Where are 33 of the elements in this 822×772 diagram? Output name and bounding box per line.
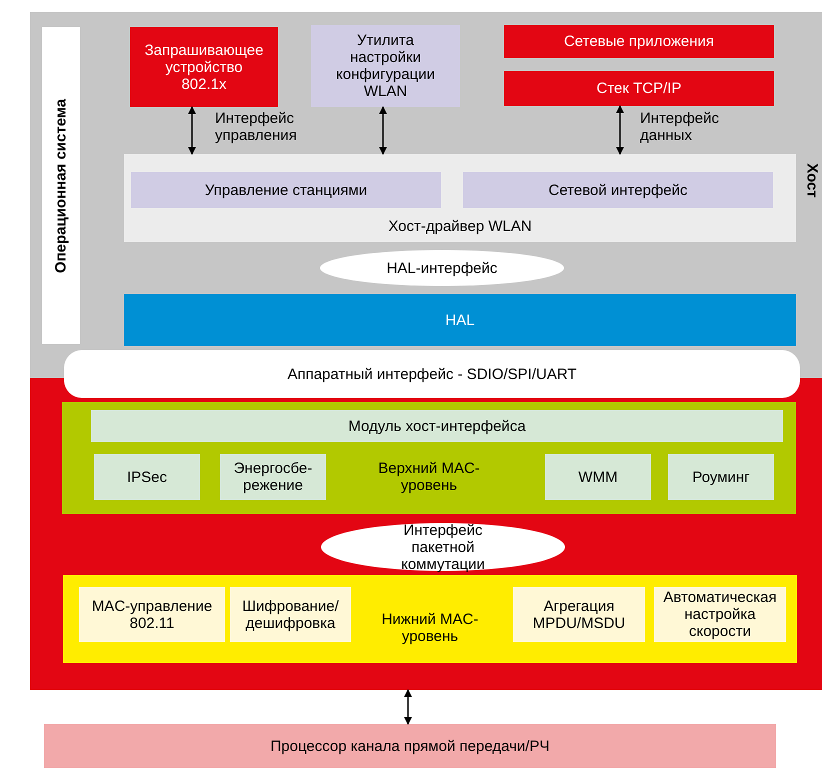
- arrow: [379, 106, 387, 155]
- panel-title: Хост-драйвер WLAN: [387, 218, 533, 235]
- arrow: [188, 106, 196, 155]
- module-box: Роуминг: [668, 454, 774, 500]
- interface-ellipse: HAL-интерфейс: [320, 250, 564, 286]
- module-box: WMM: [545, 454, 651, 500]
- module-box: Управление станциями: [131, 172, 441, 208]
- processor-bar: Процессор канала прямой передачи/РЧ: [44, 724, 776, 768]
- process-box: Утилита настройки конфигурации WLAN: [311, 25, 460, 107]
- process-box: Сетевые приложения: [504, 25, 774, 58]
- process-box: Запрашивающее устройство 802.1x: [130, 27, 278, 107]
- os-bar: [42, 27, 80, 344]
- arrow: [404, 689, 412, 725]
- hal-bar: HAL: [124, 294, 796, 346]
- vertical-label: Операционная система: [52, 98, 70, 273]
- module-box: Модуль хост-интерфейса: [91, 410, 783, 442]
- module-box: Шифрование/ дешифровка: [230, 587, 351, 642]
- upper-mac-panel: [62, 402, 796, 514]
- interface-ellipse: Интерфейс пакетной коммутации: [321, 523, 565, 571]
- process-box: Стек TCP/IP: [504, 71, 774, 106]
- module-box: MAC-управление 802.11: [79, 587, 225, 642]
- module-box: Энергосбе- режение: [220, 454, 326, 500]
- interface-bar: Аппаратный интерфейс - SDIO/SPI/UART: [64, 350, 800, 398]
- driver-panel: [124, 154, 796, 242]
- panel-title: Верхний MAC-уровень: [377, 460, 481, 494]
- panel-title: Хост: [804, 162, 820, 200]
- module-box: Автоматическая настройка скорости: [654, 587, 786, 642]
- panel-title: Нижний MAC-уровень: [380, 611, 480, 645]
- lower-mac-panel: [63, 575, 797, 663]
- module-box: Агрегация MPDU/MSDU: [513, 587, 645, 642]
- module-box: IPSec: [94, 454, 200, 500]
- arrow: [616, 105, 624, 155]
- module-box: Сетевой интерфейс: [463, 172, 773, 208]
